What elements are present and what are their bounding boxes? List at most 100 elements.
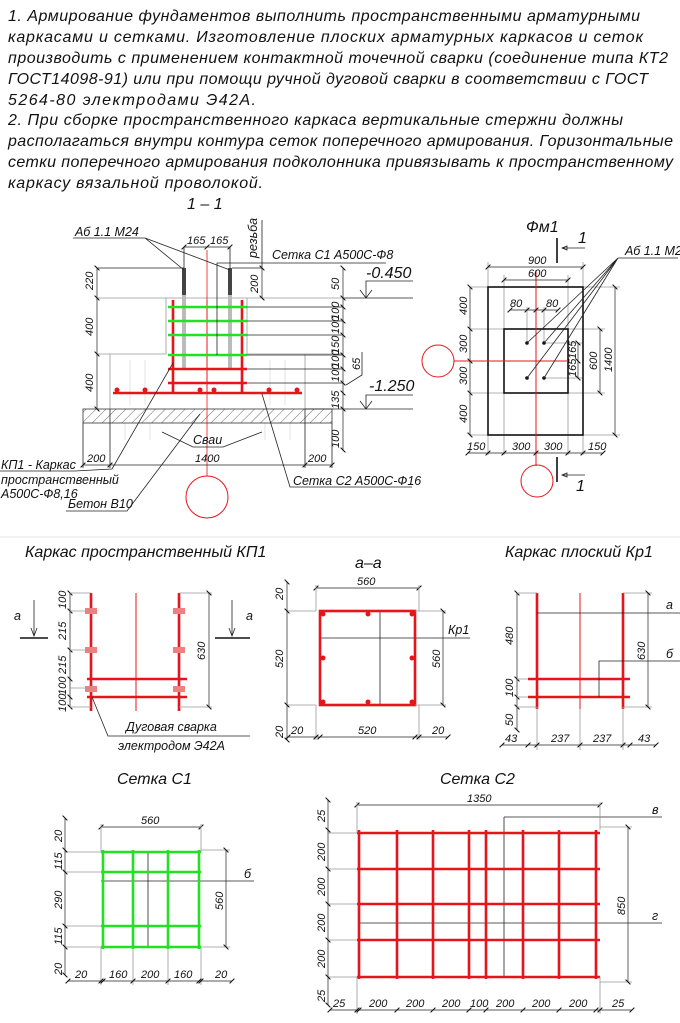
dim-label: 20: [274, 587, 286, 601]
dim-label: 200: [368, 998, 388, 1010]
note-line: 5264-80 электродами Э42А.: [8, 92, 256, 109]
dim-label: 215: [57, 655, 69, 675]
anchor-bolt: [228, 268, 232, 370]
dim-label: 165: [567, 340, 579, 359]
section-mark: в: [652, 803, 659, 817]
dim-label: 20: [53, 962, 65, 976]
dim-label: 20: [274, 725, 286, 739]
dim-label: 300: [458, 334, 470, 353]
anchor-bolt: [182, 268, 186, 370]
dim-label: 600: [528, 268, 547, 280]
section-mark: б: [666, 647, 674, 661]
section-mark: а: [666, 598, 673, 612]
section-mark: г: [652, 909, 658, 923]
dim-label: 200: [316, 842, 328, 862]
view-title: Сетка С1: [117, 771, 192, 788]
note-line: ГОСТ14098-91) или при помощи ручной дуго…: [8, 71, 649, 88]
dim-label: 400: [84, 317, 96, 336]
dim-label: 100: [330, 349, 342, 368]
dim-label: 100: [330, 315, 342, 334]
kp1-label: КП1 - Каркас: [1, 458, 77, 472]
dim-label: 200: [86, 453, 106, 465]
dim-label: 150: [467, 441, 486, 453]
dim-label: 900: [528, 255, 547, 267]
dim-label: 20: [214, 969, 228, 981]
dim-label: 300: [544, 441, 563, 453]
mesh-c2-label: Сетка С2 А500С-Ф16: [293, 474, 421, 488]
section-mark: 1: [578, 230, 587, 247]
dim-label: 200: [316, 913, 328, 933]
piles-label: Сваи: [193, 433, 222, 447]
dim-label: 480: [504, 626, 516, 645]
dim-label: 115: [53, 927, 65, 945]
dim-label: 100: [330, 429, 342, 448]
dim-label: 25: [316, 809, 328, 823]
axis-marker: [185, 475, 229, 519]
dim-label: 200: [495, 998, 515, 1010]
dim-label: 165: [567, 358, 579, 377]
thread-label: резьба: [246, 218, 260, 259]
dim-label: 100: [330, 301, 342, 320]
dim-label: 850: [616, 896, 628, 915]
dim-label: 25: [316, 989, 328, 1003]
general-notes: 1. Армирование фундаментов выполнить про…: [7, 8, 674, 192]
frame-kr1: Каркас плоский Кр1 а б 480 100 50 630 43…: [499, 544, 680, 750]
dim-label: 600: [588, 351, 600, 370]
dim-label: 290: [53, 890, 65, 910]
dim-label: 237: [592, 733, 612, 745]
mesh-c1: Сетка С1 б 560 20 115 290 115 20 560 20 …: [53, 771, 254, 985]
mesh-c2: Сетка С2 в г 1350 25 200 200 200 200 25 …: [316, 771, 662, 1014]
dim-label: 43: [638, 733, 651, 745]
dim-label: 80: [510, 298, 523, 310]
note-line: каркасами и сетками. Изготовление плоски…: [8, 29, 644, 46]
weld-label: электродом Э42А: [118, 739, 225, 753]
view-title: Каркас плоский Кр1: [505, 544, 653, 561]
weld-label: Дуговая сварка: [124, 720, 217, 734]
dim-label: 200: [531, 998, 551, 1010]
note-line: каркасу вязальной проволокой.: [8, 175, 263, 192]
section-mark: б: [244, 867, 252, 881]
dim-label: 520: [274, 649, 286, 668]
kp1-label: пространственный: [1, 473, 119, 487]
dim-label: 160: [174, 969, 193, 981]
note-line: сетки поперечного армирования подколонни…: [8, 154, 674, 171]
section-mark: а: [14, 609, 21, 623]
dim-label: 400: [458, 404, 470, 423]
dim-label: 237: [550, 733, 570, 745]
dim-label: 300: [458, 366, 470, 385]
dim-label: 115: [53, 852, 65, 870]
dim-label: 520: [358, 725, 377, 737]
dim-label: 20: [431, 725, 445, 737]
dim-label: 1350: [467, 793, 492, 805]
dim-label: 200: [568, 998, 588, 1010]
note-line: 2. При сборке пространственного каркаса …: [7, 112, 623, 129]
section-1-1: 1 – 1 165 165 200 резьба 220 400 400 50 …: [0, 196, 421, 519]
dim-label: 43: [505, 733, 518, 745]
dim-label: 560: [214, 891, 226, 910]
axis-marker: [421, 344, 455, 378]
kp1-label: А500С-Ф8,16: [0, 487, 78, 501]
dim-label: 135: [330, 390, 342, 409]
dim-label: 400: [84, 373, 96, 392]
dim-label: 200: [316, 949, 328, 969]
dim-label: 100: [57, 693, 69, 712]
dim-label: 20: [53, 829, 65, 843]
dim-label: 150: [330, 335, 342, 354]
dim-label: 50: [330, 277, 342, 290]
dim-label: 630: [636, 641, 648, 660]
dim-label: 100: [57, 676, 69, 695]
dim-label: 560: [431, 649, 443, 668]
plan-fm1: Фм1 1 1 Аб 1.1 М24 900 600 80 80 400 300…: [421, 219, 680, 498]
dim-label: 20: [290, 725, 304, 737]
dim-label: 165: [187, 235, 206, 247]
dim-label: 100: [470, 998, 489, 1010]
dim-label: 20: [74, 969, 88, 981]
dim-label: 215: [57, 621, 69, 641]
dim-label: 100: [504, 678, 516, 697]
dim-label: 1400: [195, 453, 220, 465]
dim-label: 200: [316, 877, 328, 897]
section-mark: а: [246, 609, 253, 623]
dim-label: 50: [504, 713, 516, 726]
dim-label: 200: [249, 274, 261, 294]
